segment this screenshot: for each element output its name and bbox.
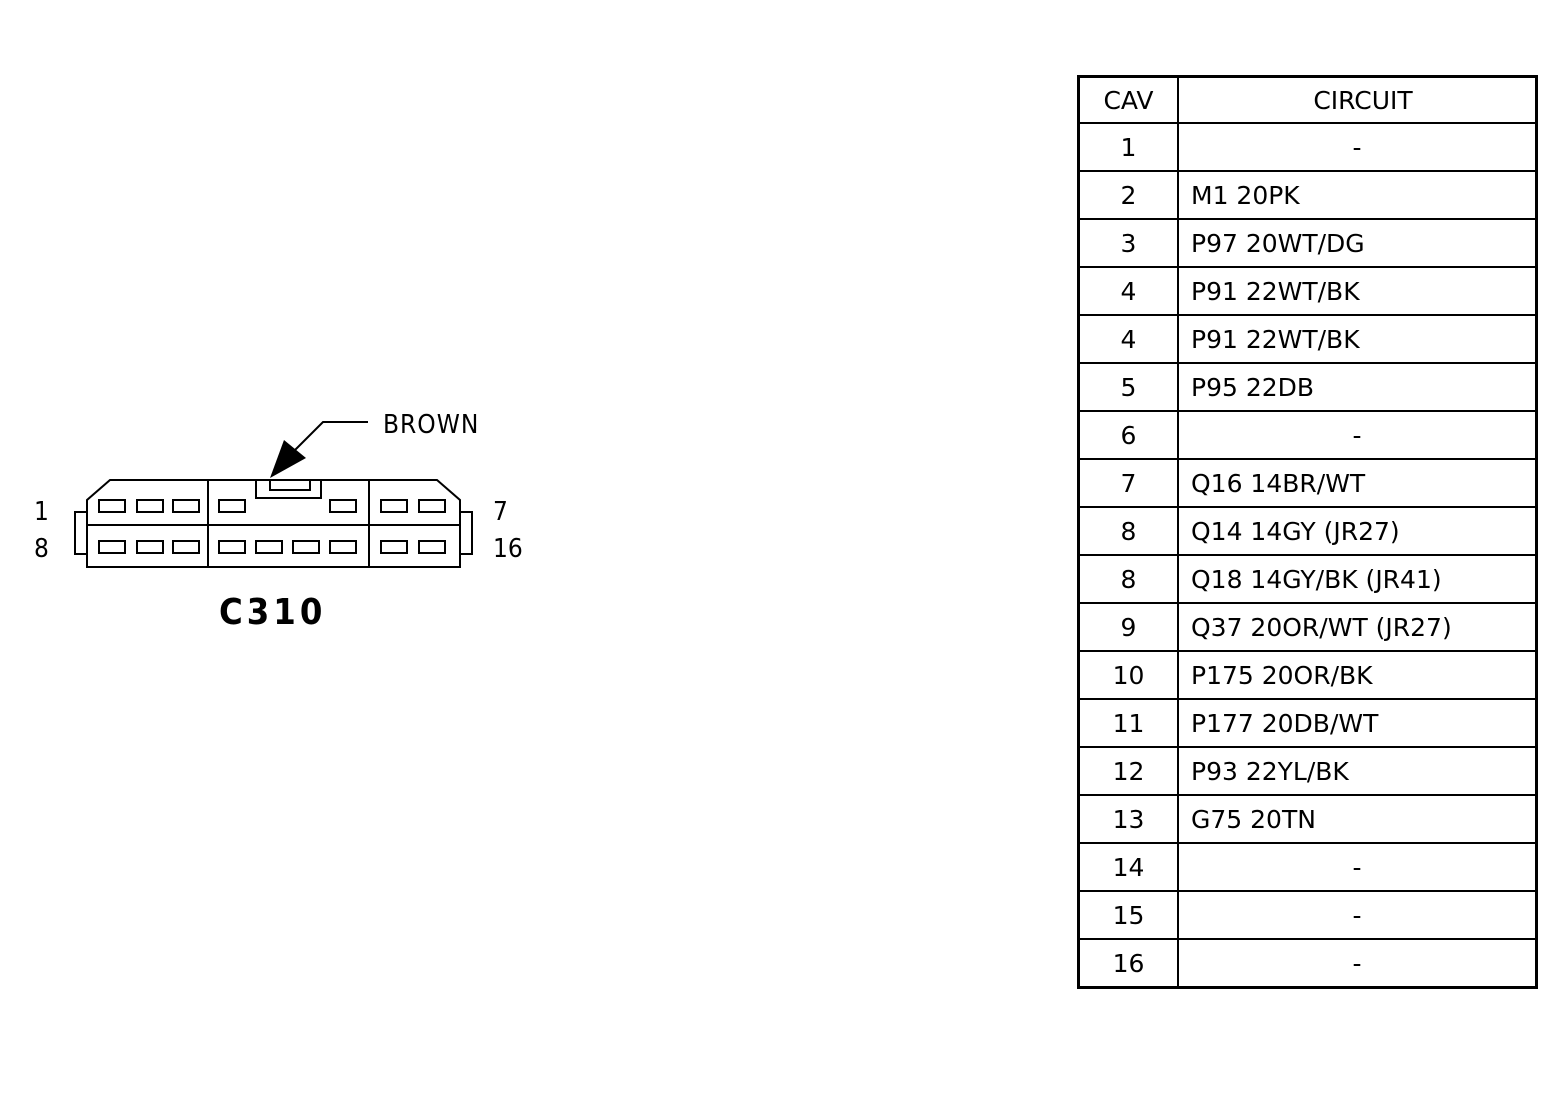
color-leader-line <box>289 421 368 456</box>
pin-label-top-right: 7 <box>493 497 508 527</box>
table-header-row: CAV CIRCUIT <box>1077 75 1538 124</box>
cavity-14 <box>329 540 357 554</box>
cav-cell: 3 <box>1077 218 1179 268</box>
cavity-1 <box>98 499 126 513</box>
cav-cell: 8 <box>1077 554 1179 604</box>
table-row: 15- <box>1077 890 1538 940</box>
cav-cell: 11 <box>1077 698 1179 748</box>
cav-cell: 2 <box>1077 170 1179 220</box>
cav-cell: 5 <box>1077 362 1179 412</box>
pin-label-bottom-right: 16 <box>493 534 523 564</box>
cav-cell: 1 <box>1077 122 1179 172</box>
table-row: 14- <box>1077 842 1538 892</box>
circuit-cell: Q16 14BR/WT <box>1177 458 1538 508</box>
circuit-cell: P93 22YL/BK <box>1177 746 1538 796</box>
cavity-4 <box>218 499 246 513</box>
circuit-cell: P91 22WT/BK <box>1177 266 1538 316</box>
color-label: BROWN <box>383 410 479 440</box>
cav-cell: 12 <box>1077 746 1179 796</box>
circuit-cell: P177 20DB/WT <box>1177 698 1538 748</box>
circuit-cell: - <box>1177 938 1538 989</box>
circuit-cell: P175 20OR/BK <box>1177 650 1538 700</box>
cavity-10 <box>172 540 200 554</box>
cavity-15 <box>380 540 408 554</box>
circuit-cell: - <box>1177 410 1538 460</box>
cav-cell: 4 <box>1077 314 1179 364</box>
connector-key <box>255 480 322 499</box>
cav-cell: 6 <box>1077 410 1179 460</box>
cav-cell: 10 <box>1077 650 1179 700</box>
cavity-7 <box>418 499 446 513</box>
table-row: 6- <box>1077 410 1538 460</box>
connector-name: C310 <box>219 592 326 633</box>
circuit-cell: P91 22WT/BK <box>1177 314 1538 364</box>
table-row: 1- <box>1077 122 1538 172</box>
cav-cell: 14 <box>1077 842 1179 892</box>
cavity-12 <box>255 540 283 554</box>
cavity-2 <box>136 499 164 513</box>
table-row: 16- <box>1077 938 1538 989</box>
header-cav: CAV <box>1077 75 1179 124</box>
circuit-cell: Q37 20OR/WT (JR27) <box>1177 602 1538 652</box>
cavity-8 <box>98 540 126 554</box>
cavity-9 <box>136 540 164 554</box>
right-latch <box>459 511 473 555</box>
cav-cell: 9 <box>1077 602 1179 652</box>
circuit-cell: Q14 14GY (JR27) <box>1177 506 1538 556</box>
circuit-cell: - <box>1177 122 1538 172</box>
circuit-cell: P95 22DB <box>1177 362 1538 412</box>
cavity-11 <box>218 540 246 554</box>
cav-cell: 16 <box>1077 938 1179 989</box>
left-latch <box>74 511 88 555</box>
cavity-3 <box>172 499 200 513</box>
cav-cell: 4 <box>1077 266 1179 316</box>
pin-label-top-left: 1 <box>34 497 49 527</box>
cav-cell: 7 <box>1077 458 1179 508</box>
pin-label-bottom-left: 8 <box>34 534 49 564</box>
connector-housing <box>86 479 461 568</box>
cavity-16 <box>418 540 446 554</box>
cavity-5 <box>329 499 357 513</box>
circuit-cell: - <box>1177 890 1538 940</box>
header-circuit: CIRCUIT <box>1177 75 1538 124</box>
cavity-6 <box>380 499 408 513</box>
circuit-cell: M1 20PK <box>1177 170 1538 220</box>
connector-key-inner <box>269 479 311 491</box>
circuit-cell: - <box>1177 842 1538 892</box>
color-arrow-head <box>270 440 306 478</box>
circuit-cell: Q18 14GY/BK (JR41) <box>1177 554 1538 604</box>
cavity-13 <box>292 540 320 554</box>
circuit-cell: G75 20TN <box>1177 794 1538 844</box>
circuit-cell: P97 20WT/DG <box>1177 218 1538 268</box>
cav-cell: 15 <box>1077 890 1179 940</box>
cav-cell: 8 <box>1077 506 1179 556</box>
cav-cell: 13 <box>1077 794 1179 844</box>
